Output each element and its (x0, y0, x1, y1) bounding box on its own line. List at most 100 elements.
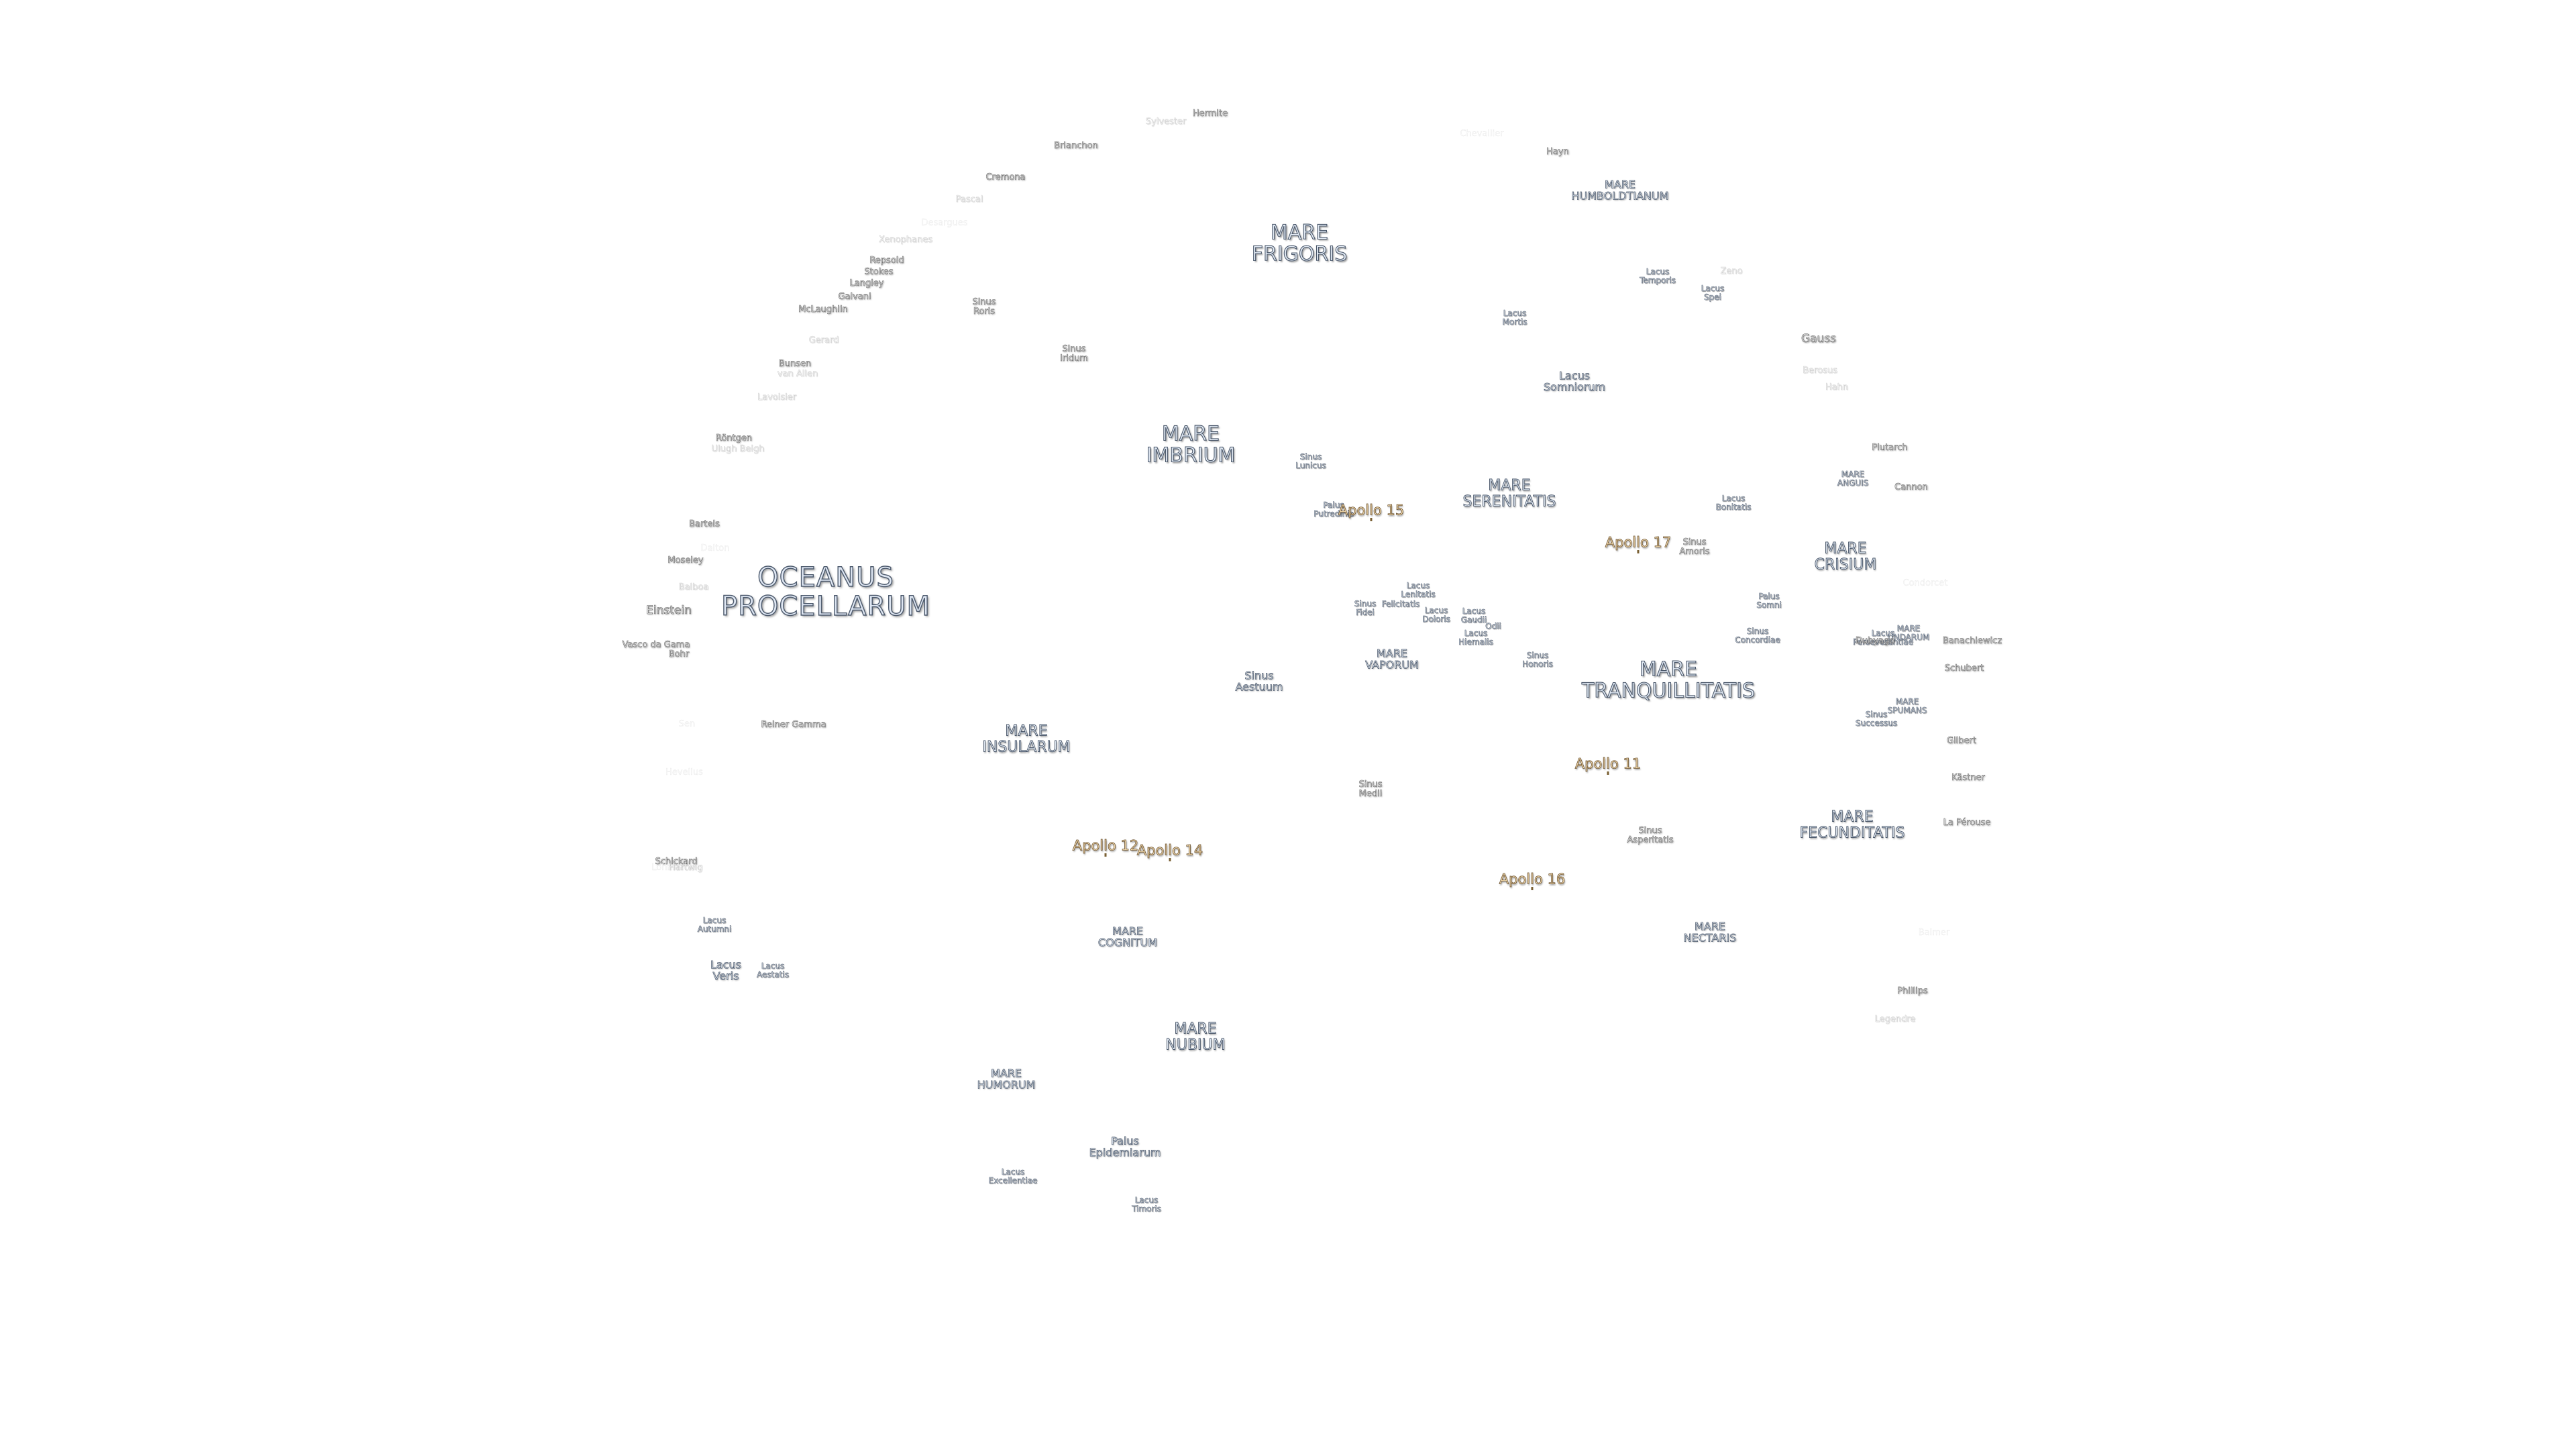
label-lacus-mortis: Lacus Mortis (1502, 309, 1527, 327)
label-sinus-medii: Sinus Medii (1358, 779, 1383, 799)
label-apollo-15: Apollo 15 (1338, 502, 1405, 519)
label-apollo-11: Apollo 11 (1574, 755, 1642, 772)
label-balboa: Balboa (678, 582, 709, 592)
label-sinus-iridum: Sinus Iridum (1060, 343, 1088, 364)
label-vasco-da-gama: Vasco da Gama (622, 639, 690, 650)
label-mare-undarum: MARE UNDARUM (1887, 624, 1930, 642)
label-sinus-fidei: Sinus Fidei (1354, 599, 1377, 617)
label-sylvester: Sylvester (1145, 116, 1187, 127)
label-berosus: Berosus (1803, 365, 1837, 376)
label-chevallier: Chevallier (1460, 128, 1504, 139)
label-lacus-spei: Lacus Spei (1701, 284, 1725, 302)
label-sinus-successus: Sinus Successus (1855, 710, 1898, 728)
label-lacus-timoris: Lacus Timoris (1132, 1195, 1161, 1214)
label-sinus-amoris: Sinus Amoris (1679, 537, 1710, 557)
label-einstein: Einstein (646, 603, 692, 617)
label-dubyago: Dubyago (1855, 635, 1895, 646)
label-la-perouse: La Pérouse (1943, 817, 1991, 828)
label-oceanus-procellarum: OCEANUS PROCELLARUM (720, 561, 931, 622)
label-mare-anguis: MARE ANGUIS (1837, 470, 1869, 488)
label-lacus-gaudii: Lacus Gaudii (1460, 606, 1487, 625)
label-cremona: Cremona (985, 172, 1026, 182)
label-lavoisier: Lavoisier (757, 392, 797, 402)
label-schubert: Schubert (1944, 663, 1984, 674)
label-lacus-veris: Lacus Veris (710, 958, 742, 983)
label-lacus-doloris: Lacus Doloris (1422, 606, 1450, 624)
label-apollo-12: Apollo 12 (1072, 837, 1139, 854)
apollo-11-marker (1607, 771, 1609, 775)
label-apollo-14: Apollo 14 (1136, 842, 1203, 859)
label-brianchon: Brianchon (1054, 140, 1098, 151)
label-mare-cognitum: MARE COGNITUM (1097, 924, 1158, 949)
label-mare-insularum: MARE INSULARUM (982, 722, 1071, 755)
label-legendre: Legendre (1874, 1014, 1916, 1024)
label-banachiewicz: Banachiewicz (1942, 635, 2002, 646)
label-apollo-16: Apollo 16 (1499, 871, 1566, 888)
label-lacus-excellentiae: Lacus Excellentiae (988, 1167, 1038, 1185)
label-reiner-gamma: Reiner Gamma (761, 719, 826, 730)
label-lacus-felicitatis: Felicitatis (1381, 599, 1420, 609)
label-lacus-hiemalis: Lacus Hiemalis (1458, 629, 1493, 647)
label-moseley: Moseley (667, 555, 704, 566)
label-hevelius: Hevelius (665, 767, 703, 777)
label-cannon: Cannon (1894, 482, 1928, 492)
label-sen: Sen (678, 718, 696, 729)
label-mare-fecunditatis: MARE FECUNDITATIS (1799, 808, 1905, 841)
label-palus-putredinis: Palus Putredinis (1313, 500, 1354, 519)
label-mare-vaporum: MARE VAPORUM (1365, 647, 1419, 672)
label-dalton: Dalton (700, 543, 730, 553)
label-condorcet: Condorcet (1902, 578, 1948, 588)
apollo-14-marker (1169, 858, 1171, 861)
label-ulugh-beigh: Ulugh Beigh (711, 443, 765, 454)
label-van-allen: van Allen (777, 368, 818, 379)
label-kastner: Kästner (1951, 772, 1985, 783)
label-sinus-lunicus: Sinus Lunicus (1295, 452, 1326, 470)
label-phillips: Phillips (1897, 985, 1928, 996)
label-mare-serenitatis: MARE SERENITATIS (1462, 477, 1556, 510)
label-bunsen: Bunsen (778, 358, 812, 369)
label-hahn: Hahn (1825, 382, 1849, 392)
apollo-15-marker (1370, 518, 1373, 521)
label-hartwig: Hartwig (668, 862, 703, 873)
label-gilbert: Gilbert (1947, 735, 1977, 746)
label-galvani: Galvani (838, 291, 871, 302)
label-gauss: Gauss (1801, 331, 1837, 345)
label-lacus-bonitatis: Lacus Bonitatis (1715, 494, 1752, 512)
label-mare-tranquillitatis: MARE TRANQUILLITATIS (1581, 657, 1756, 703)
label-lohrmann: Lohrmann (651, 862, 696, 873)
label-mare-humboldtianum: MARE HUMBOLDTIANUM (1571, 178, 1669, 203)
label-mare-crisium: MARE CRISIUM (1814, 540, 1877, 573)
apollo-12-marker (1104, 853, 1107, 857)
label-mare-humorum: MARE HUMORUM (977, 1067, 1036, 1091)
label-sinus-concordiae: Sinus Concordiae (1735, 627, 1780, 645)
label-lacus-lenitatis: Lacus Lenitatis (1401, 581, 1436, 599)
label-repsold: Repsold (869, 255, 904, 266)
label-palus-somni: Palus Somni (1756, 592, 1782, 610)
label-bartels: Bartels (689, 519, 720, 529)
label-mclaughlin: McLaughlin (798, 304, 848, 315)
apollo-16-marker (1531, 887, 1534, 890)
label-mare-imbrium: MARE IMBRIUM (1146, 422, 1236, 468)
label-bohr: Bohr (668, 649, 690, 659)
label-mare-frigoris: MARE FRIGORIS (1251, 221, 1348, 266)
label-zeno: Zeno (1720, 266, 1743, 276)
label-sinus-roris: Sinus Roris (972, 297, 996, 317)
label-apollo-17: Apollo 17 (1605, 534, 1672, 551)
label-sinus-asperitatis: Sinus Asperitatis (1627, 825, 1674, 845)
label-schickard: Schickard (655, 856, 698, 867)
label-lacus-somniorum: Lacus Somniorum (1543, 369, 1606, 394)
label-langley: Langley (849, 278, 884, 288)
label-sinus-honoris: Sinus Honoris (1522, 651, 1553, 669)
label-lacus-odii: Odii (1485, 621, 1501, 631)
label-mare-nubium: MARE NUBIUM (1165, 1020, 1226, 1053)
label-mare-spumans: MARE SPUMANS (1887, 697, 1927, 715)
label-lacus-autumni: Lacus Autumni (697, 916, 732, 934)
label-pascal: Pascal (955, 194, 983, 205)
label-gerard: Gerard (808, 335, 839, 345)
label-rontgen: Röntgen (715, 433, 753, 443)
label-lacus-perseverantiae: Lacus Perseverantiae (1853, 629, 1913, 647)
label-hayn: Hayn (1546, 146, 1569, 157)
label-desargues: Desargues (921, 217, 968, 228)
label-xenophanes: Xenophanes (879, 234, 932, 245)
